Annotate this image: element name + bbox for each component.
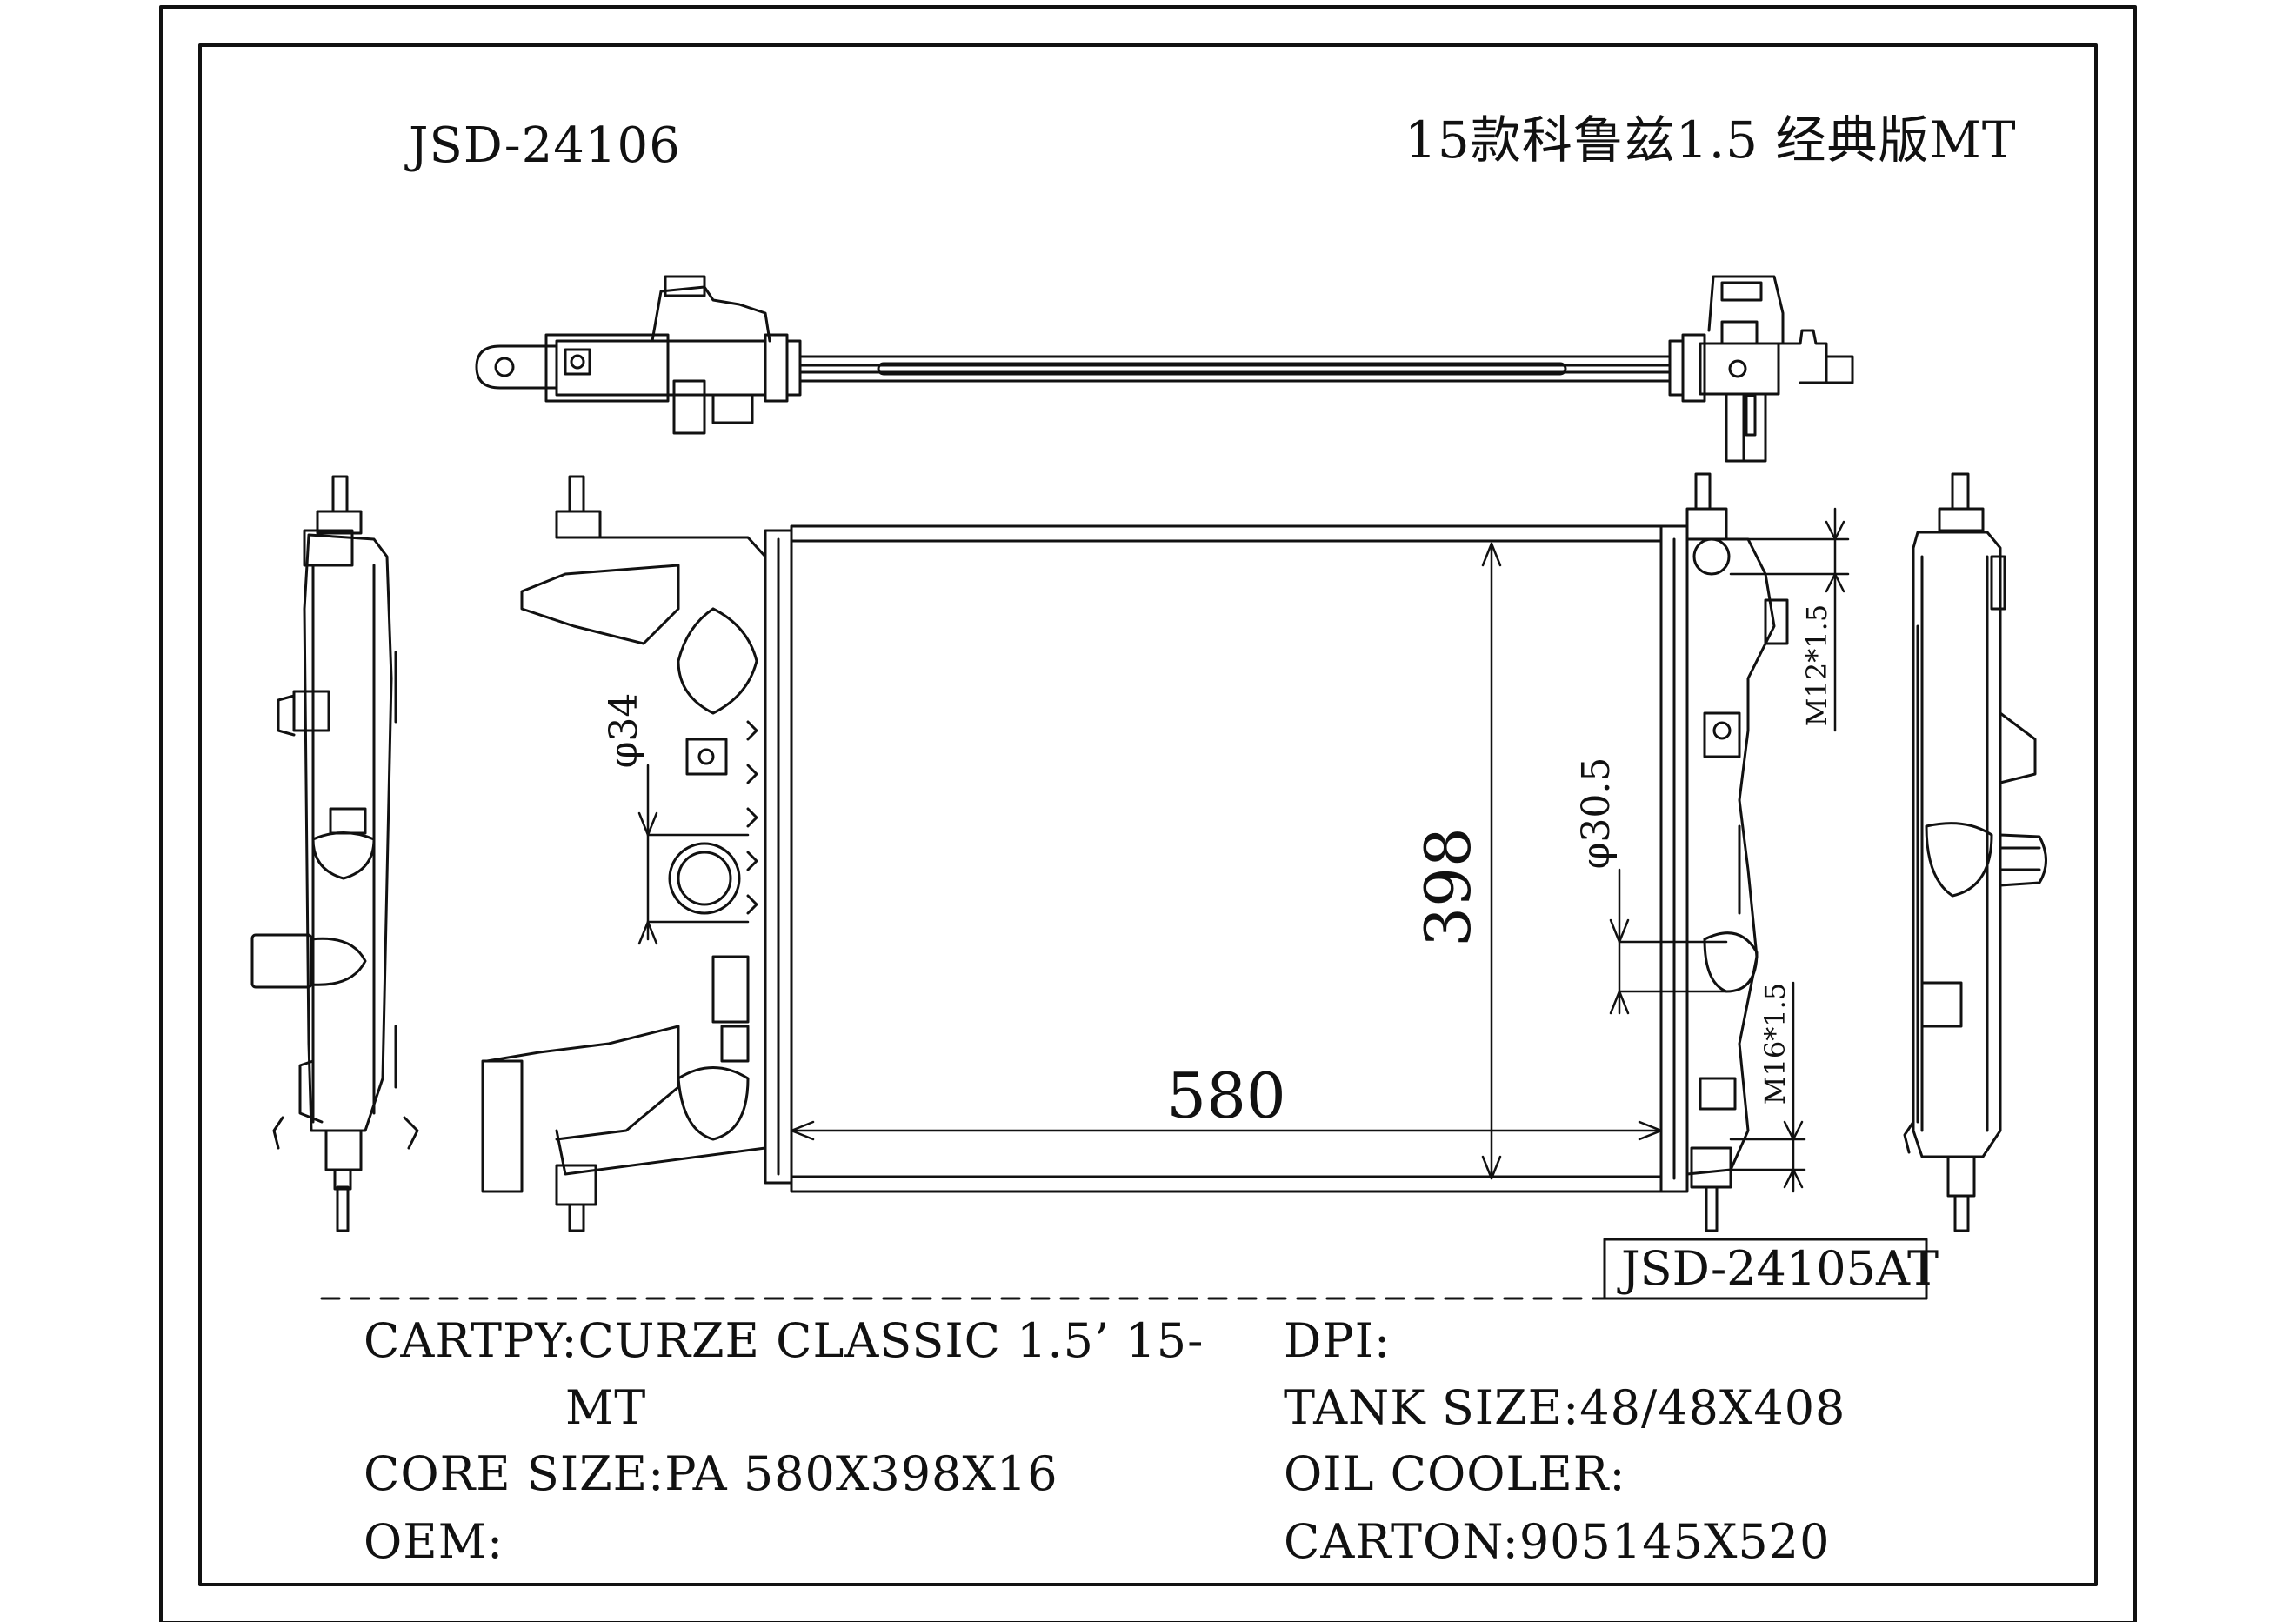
outlet-diameter-label: φ30.5 <box>1574 758 1619 870</box>
model-title: 15款科鲁兹1.5 经典版MT <box>1405 110 2017 170</box>
left-side-view <box>250 475 419 1232</box>
spec-core-size: CORE SIZE:PA 580X398X16 <box>364 1446 1058 1501</box>
spec-cartpy-line2: MT <box>565 1380 647 1435</box>
substitute-label-box <box>1603 1238 1928 1300</box>
inner-border <box>198 43 2098 1586</box>
top-view <box>475 275 1854 463</box>
front-view <box>481 472 1789 1232</box>
spec-oem: OEM: <box>364 1514 504 1569</box>
upper-thread-dimension <box>1729 507 1850 732</box>
width-dimension-label: 580 <box>1166 1059 1285 1132</box>
outlet-diameter-dimension <box>1609 868 1728 1015</box>
part-number: JSD-24106 <box>409 117 681 174</box>
substitute-label: JSD-24105AT <box>1621 1241 1939 1296</box>
upper-thread-label: M12*1.5 <box>1800 604 1833 726</box>
spec-tank-size: TANK SIZE:48/48X408 <box>1284 1380 1846 1435</box>
inlet-diameter-label: φ34 <box>602 693 646 769</box>
spec-oil-cooler: OIL COOLER: <box>1284 1446 1626 1501</box>
lower-thread-dimension <box>1729 981 1806 1193</box>
inlet-diameter-dimension <box>637 764 750 945</box>
outer-border <box>159 5 2137 1622</box>
height-dimension-label: 398 <box>1412 827 1485 946</box>
right-side-view <box>1903 472 2047 1232</box>
spec-dpi: DPI: <box>1284 1313 1392 1368</box>
height-dimension <box>1481 542 1502 1180</box>
width-dimension <box>790 1120 1663 1141</box>
spec-carton: CARTON:905145X520 <box>1284 1514 1831 1569</box>
lower-thread-label: M16*1.5 <box>1759 983 1792 1105</box>
spec-cartpy-line1: CARTPY:CURZE CLASSIC 1.5’ 15- <box>364 1313 1205 1368</box>
